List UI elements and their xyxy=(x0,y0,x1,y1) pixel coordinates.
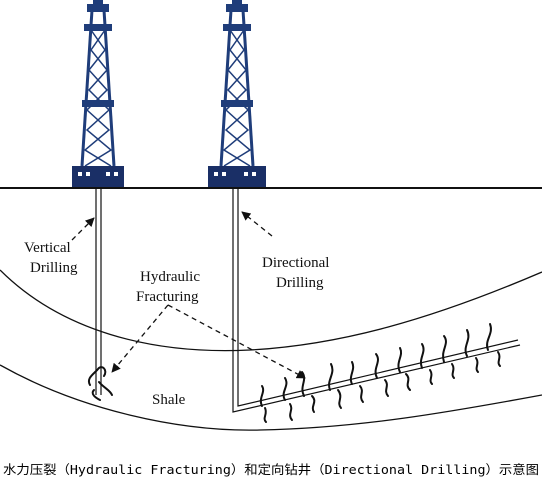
callout-arrows xyxy=(71,211,306,379)
label-hydraulic-1: Hydraulic xyxy=(140,269,200,285)
figure-caption: 水力压裂（Hydraulic Fracturing）和定向钻井（Directio… xyxy=(3,462,539,477)
label-vertical-2: Drilling xyxy=(30,260,78,276)
shale-bottom-boundary xyxy=(0,364,542,431)
derrick-left xyxy=(72,0,124,188)
shale-top-boundary xyxy=(0,269,542,352)
directional-well xyxy=(232,188,521,413)
fractures-vertical xyxy=(88,366,113,401)
label-directional-1: Directional xyxy=(262,255,329,271)
fractures-horizontal xyxy=(259,323,501,423)
derrick-right xyxy=(208,0,266,188)
label-vertical-1: Vertical xyxy=(24,240,71,256)
label-directional-2: Drilling xyxy=(276,275,324,291)
label-shale: Shale xyxy=(152,392,186,408)
vertical-well xyxy=(95,188,102,395)
label-hydraulic-2: Fracturing xyxy=(136,289,199,305)
